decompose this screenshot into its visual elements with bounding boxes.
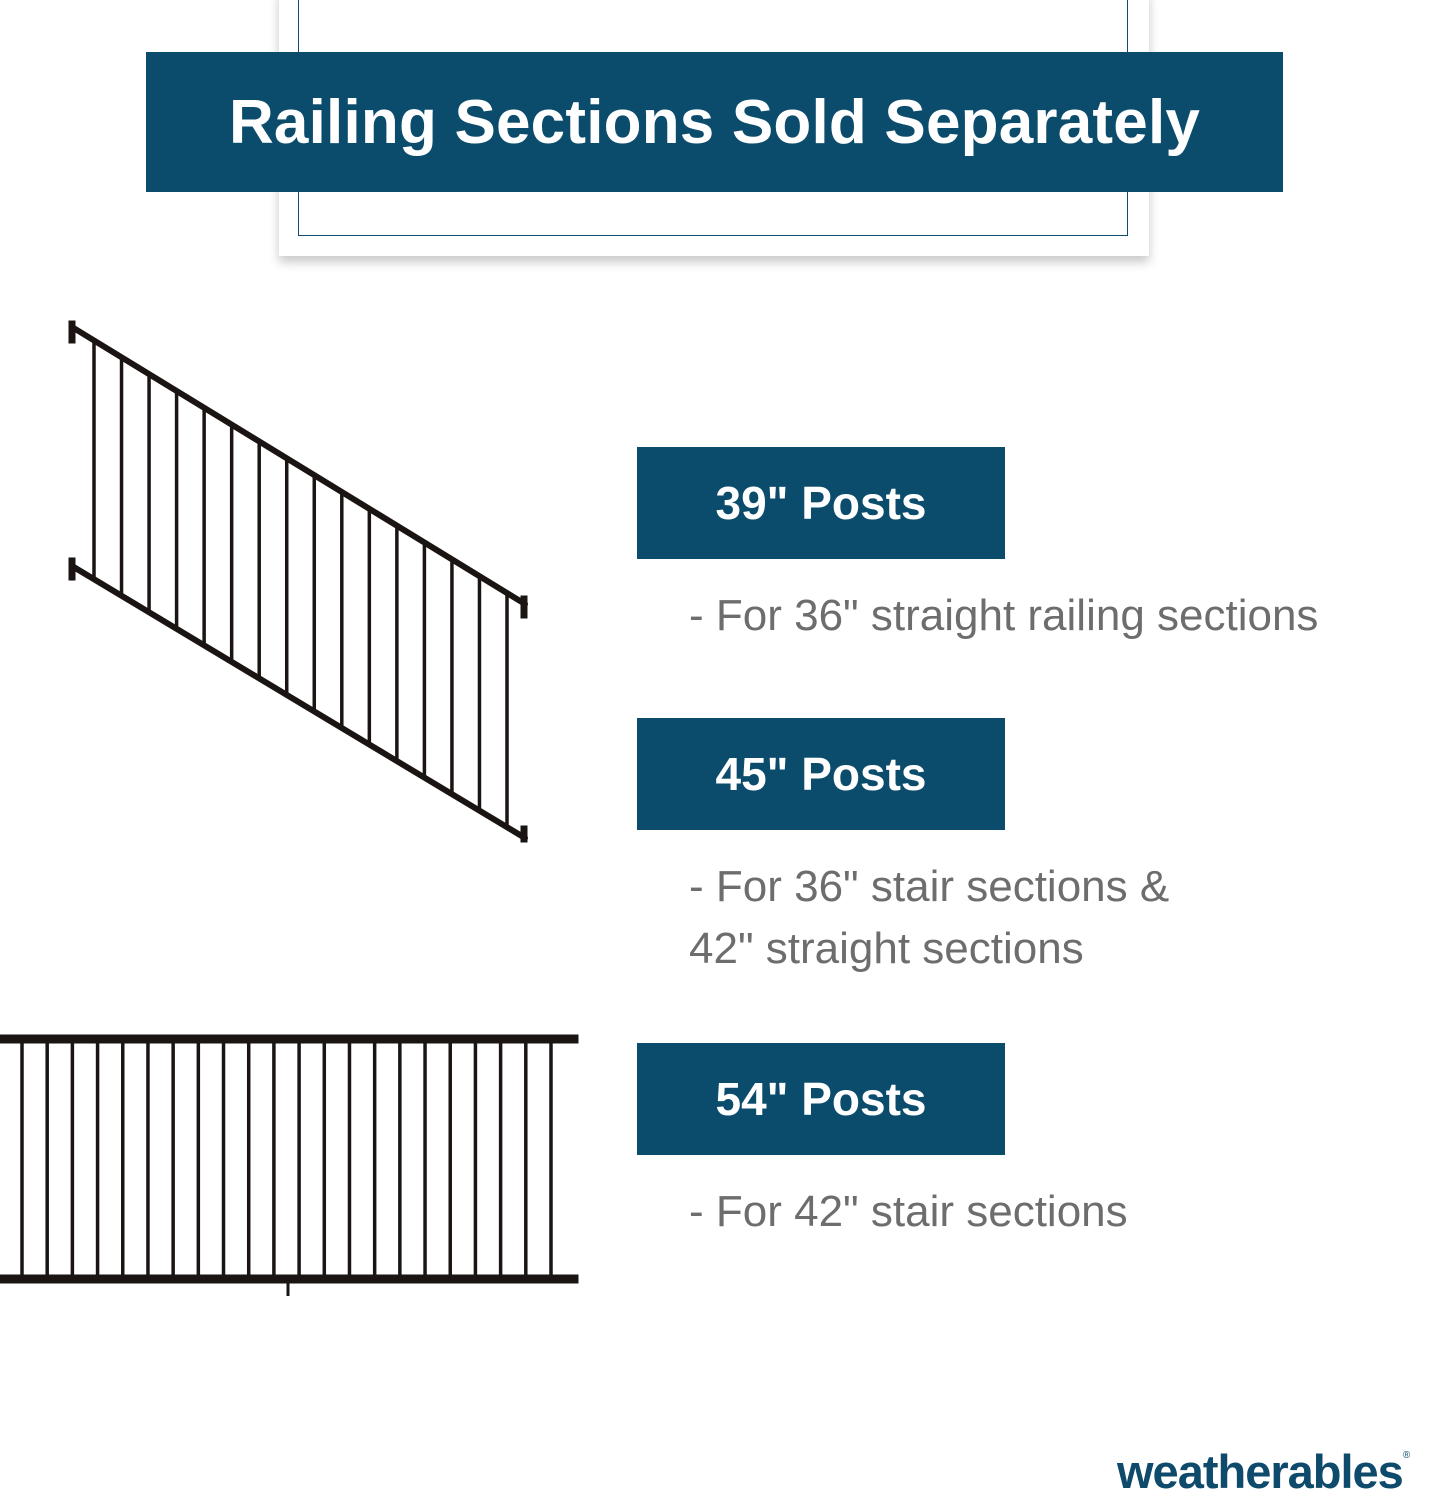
post-45-label: 45" Posts (715, 748, 927, 800)
straight-railing-image (0, 1034, 579, 1296)
page-title: Railing Sections Sold Separately (228, 87, 1201, 157)
post-45-desc-line-2: 42" straight sections (689, 924, 1084, 973)
weatherables-logo: weatherables® (1117, 1444, 1410, 1499)
stair-top-rail (69, 324, 528, 607)
brand-name: weatherables (1117, 1445, 1404, 1498)
title-banner: Railing Sections Sold Separately (146, 52, 1283, 192)
post-39-label: 39" Posts (715, 477, 927, 529)
post-54-label: 54" Posts (715, 1073, 927, 1125)
stair-bracket (68, 320, 76, 344)
post-39-desc-line: - For 36" straight railing sections (689, 591, 1319, 640)
stair-bracket (520, 595, 528, 619)
post-39-description: - For 36" straight railing sections (689, 585, 1318, 647)
post-54-description: - For 42" stair sections (689, 1181, 1128, 1243)
post-45-desc-line-1: - For 36" stair sections & (689, 862, 1170, 911)
stair-bracket (68, 557, 76, 581)
stair-bottom-rail (69, 563, 528, 841)
stair-railing-image (68, 320, 528, 843)
straight-bottom-rail (0, 1274, 579, 1284)
registered-mark: ® (1402, 1450, 1410, 1461)
stair-bracket (520, 825, 528, 843)
post-45-description: - For 36" stair sections & 42" straight … (689, 856, 1169, 980)
straight-top-rail (0, 1034, 579, 1044)
post-54-badge: 54" Posts (637, 1043, 1005, 1155)
post-54-desc-line: - For 42" stair sections (689, 1187, 1128, 1236)
post-39-badge: 39" Posts (637, 447, 1005, 559)
post-45-badge: 45" Posts (637, 718, 1005, 830)
